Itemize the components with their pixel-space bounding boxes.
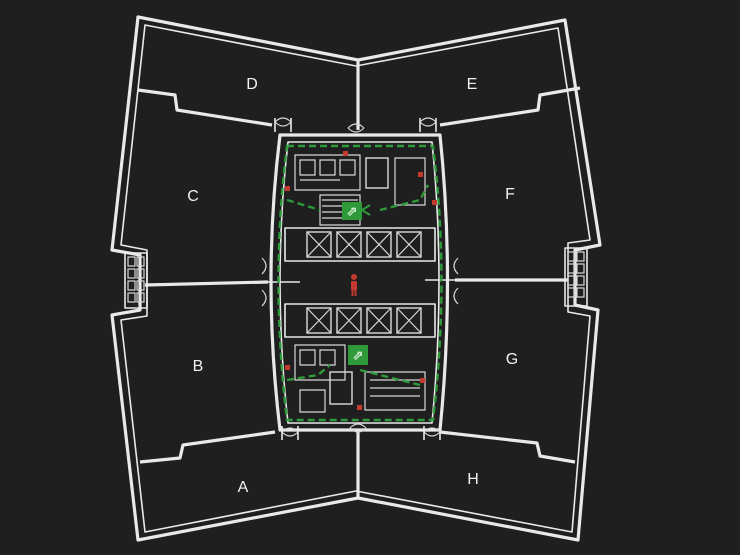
doors — [261, 117, 459, 440]
door-icon — [419, 117, 437, 132]
zone-label-d: D — [246, 76, 258, 93]
elevator-icon — [366, 307, 392, 334]
zone-labels: D E C F B G A H — [187, 76, 518, 496]
emergency-exit-stair-icon: ⇗ — [348, 345, 368, 365]
elevator-icon — [306, 231, 332, 258]
zone-label-c: C — [187, 188, 199, 205]
zone-label-e: E — [467, 76, 478, 93]
door-icon — [349, 423, 367, 433]
elevator-icon — [396, 231, 422, 258]
elevator-bank-upper — [284, 227, 436, 262]
svg-text:⇗: ⇗ — [347, 203, 358, 218]
elevator-icon — [396, 307, 422, 334]
elevator-icon — [336, 307, 362, 334]
zone-label-g: G — [506, 351, 518, 368]
svg-text:⇗: ⇗ — [353, 347, 364, 362]
you-are-here-person-icon — [351, 274, 357, 296]
fire-equipment-markers — [285, 151, 437, 410]
zone-label-a: A — [238, 479, 249, 496]
right-service-block — [564, 247, 588, 307]
zone-label-f: F — [505, 186, 515, 203]
elevator-bank-lower — [284, 303, 436, 338]
door-icon — [274, 117, 292, 132]
door-icon — [347, 123, 365, 133]
elevator-icon — [336, 231, 362, 258]
door-icon — [423, 426, 441, 440]
left-service-block — [124, 252, 148, 309]
door-icon — [281, 426, 299, 440]
elevator-icon — [366, 231, 392, 258]
emergency-exit-stair-icon: ⇗ — [342, 202, 362, 220]
elevator-icon — [306, 307, 332, 334]
door-icon — [261, 257, 267, 307]
zone-label-h: H — [467, 471, 479, 488]
zone-label-b: B — [193, 358, 204, 375]
zone-partitions — [137, 60, 581, 498]
central-core — [268, 133, 455, 432]
door-icon — [453, 257, 459, 305]
